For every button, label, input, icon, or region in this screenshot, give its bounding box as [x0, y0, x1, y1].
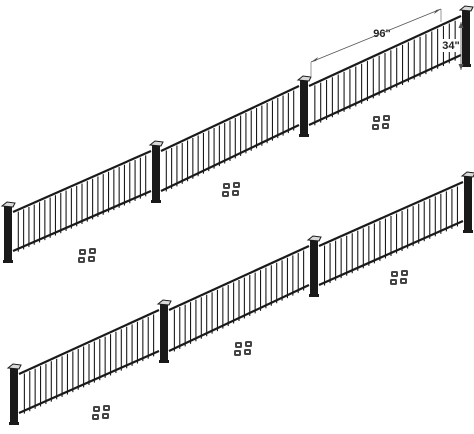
posts-layer [0, 5, 474, 425]
bracket-notch [385, 117, 388, 119]
post-body [4, 206, 12, 263]
post-r2-3 [306, 235, 322, 297]
bracket-notch [246, 351, 249, 353]
fence-panel-r1-p2 [160, 85, 300, 192]
post-cap [296, 75, 312, 82]
top-rail [12, 149, 152, 214]
post-body [160, 304, 168, 363]
bracket-notch [374, 126, 377, 128]
post-body [152, 145, 160, 203]
hardware-layer [78, 115, 408, 420]
bracket-notch [375, 118, 378, 120]
mounting-hardware-r1-2 [222, 182, 240, 197]
bracket-notch [81, 251, 84, 253]
post-cap [460, 171, 474, 178]
height-dimension-label: 34" [442, 40, 459, 52]
post-r2-2 [156, 299, 172, 363]
bracket-notch [225, 185, 228, 187]
post-r1-2 [148, 140, 164, 203]
mounting-hardware-r1-1 [78, 248, 96, 263]
top-rail [168, 244, 310, 312]
post-cap [6, 363, 22, 370]
bracket-notch [91, 250, 94, 252]
fence-panel-r2-p3 [318, 180, 464, 287]
post-base [461, 64, 471, 67]
bracket-notch [247, 343, 250, 345]
post-body [464, 176, 472, 233]
post-base [159, 360, 169, 363]
top-rail [318, 180, 464, 248]
post-base [151, 200, 161, 203]
bracket-notch [403, 272, 406, 274]
bracket-notch [104, 415, 107, 417]
bracket-notch [392, 281, 395, 283]
post-body [462, 10, 470, 67]
bracket-notch [224, 193, 227, 195]
length-dimension-label: 96" [373, 28, 390, 40]
bracket-notch [237, 344, 240, 346]
bracket-notch [393, 273, 396, 275]
fence-panel-r1-p1 [12, 149, 152, 253]
post-base [309, 294, 319, 297]
fence-panel-r1-p3 [308, 15, 462, 126]
post-r2-1 [6, 363, 22, 425]
length-arrow-right [434, 9, 441, 14]
bracket-notch [95, 408, 98, 410]
height-arrow-bottom [458, 64, 464, 70]
mounting-hardware-r1-3 [372, 115, 390, 130]
dimension-layer: 96" 34" [310, 8, 464, 76]
post-cap [306, 235, 322, 242]
mounting-hardware-r2-2 [234, 341, 252, 356]
top-rail [18, 308, 160, 376]
post-cap [0, 201, 16, 208]
post-r1-3 [296, 75, 312, 137]
height-arrow-top [458, 22, 464, 28]
fence-panel-r2-p1 [18, 308, 160, 415]
bracket-notch [80, 259, 83, 261]
post-cap [148, 140, 164, 147]
post-body [310, 240, 318, 297]
post-body [300, 80, 308, 137]
top-rail [308, 15, 462, 87]
post-base [9, 422, 19, 425]
post-body [10, 368, 18, 425]
post-base [299, 134, 309, 137]
post-cap [458, 5, 474, 12]
mounting-hardware-r2-3 [390, 270, 408, 285]
bracket-notch [234, 192, 237, 194]
bracket-notch [105, 407, 108, 409]
height-label-backing [440, 39, 461, 52]
length-arrow-left [311, 57, 318, 62]
panels-layer [12, 15, 464, 415]
post-base [3, 260, 13, 263]
mounting-hardware-r2-1 [92, 405, 110, 420]
post-r1-4 [458, 5, 474, 67]
bracket-notch [384, 125, 387, 127]
length-dimension-line [310, 8, 442, 63]
post-cap [156, 299, 172, 306]
fence-panel-r2-p2 [168, 244, 310, 352]
post-r1-1 [0, 201, 16, 263]
post-base [463, 230, 473, 233]
post-r2-4 [460, 171, 474, 233]
bracket-notch [90, 258, 93, 260]
bracket-notch [402, 280, 405, 282]
bracket-notch [235, 184, 238, 186]
bracket-notch [236, 352, 239, 354]
bracket-notch [94, 416, 97, 418]
top-rail [160, 85, 300, 152]
